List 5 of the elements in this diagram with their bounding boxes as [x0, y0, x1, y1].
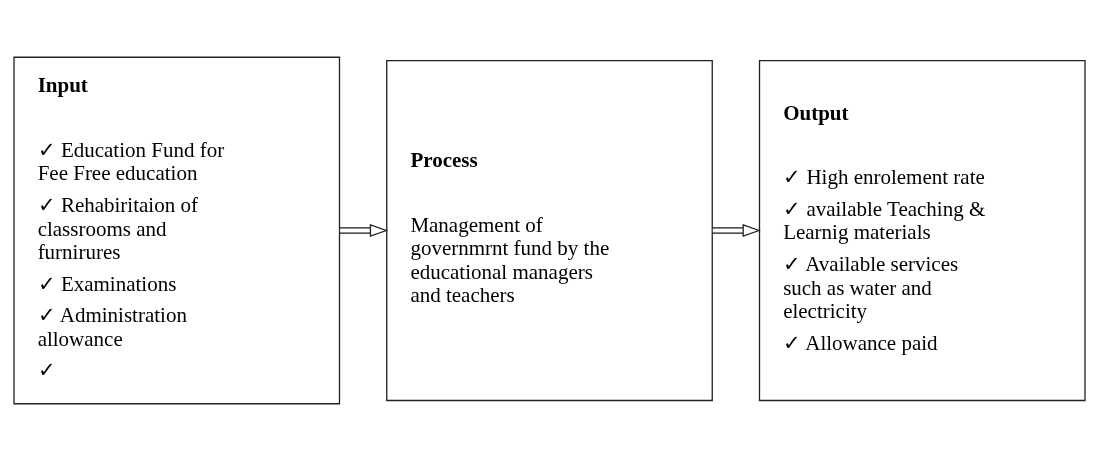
node-box: Output ✓ High enrolement rate ✓ available Teaching & Learnig materials ✓ Available services such as water and electricity ✓ Allowance paid [758, 59, 1086, 401]
arrow [339, 223, 389, 237]
node-box: Input ✓ Education Fund for Fee Free education ✓ Rehabiritaion of classrooms and furnirures ✓ Examinations ✓ Administration allowance ✓ [13, 56, 341, 404]
node-box: Process Management of governmrnt fund by the educational managers and teachers [386, 59, 713, 401]
arrow [711, 223, 761, 237]
